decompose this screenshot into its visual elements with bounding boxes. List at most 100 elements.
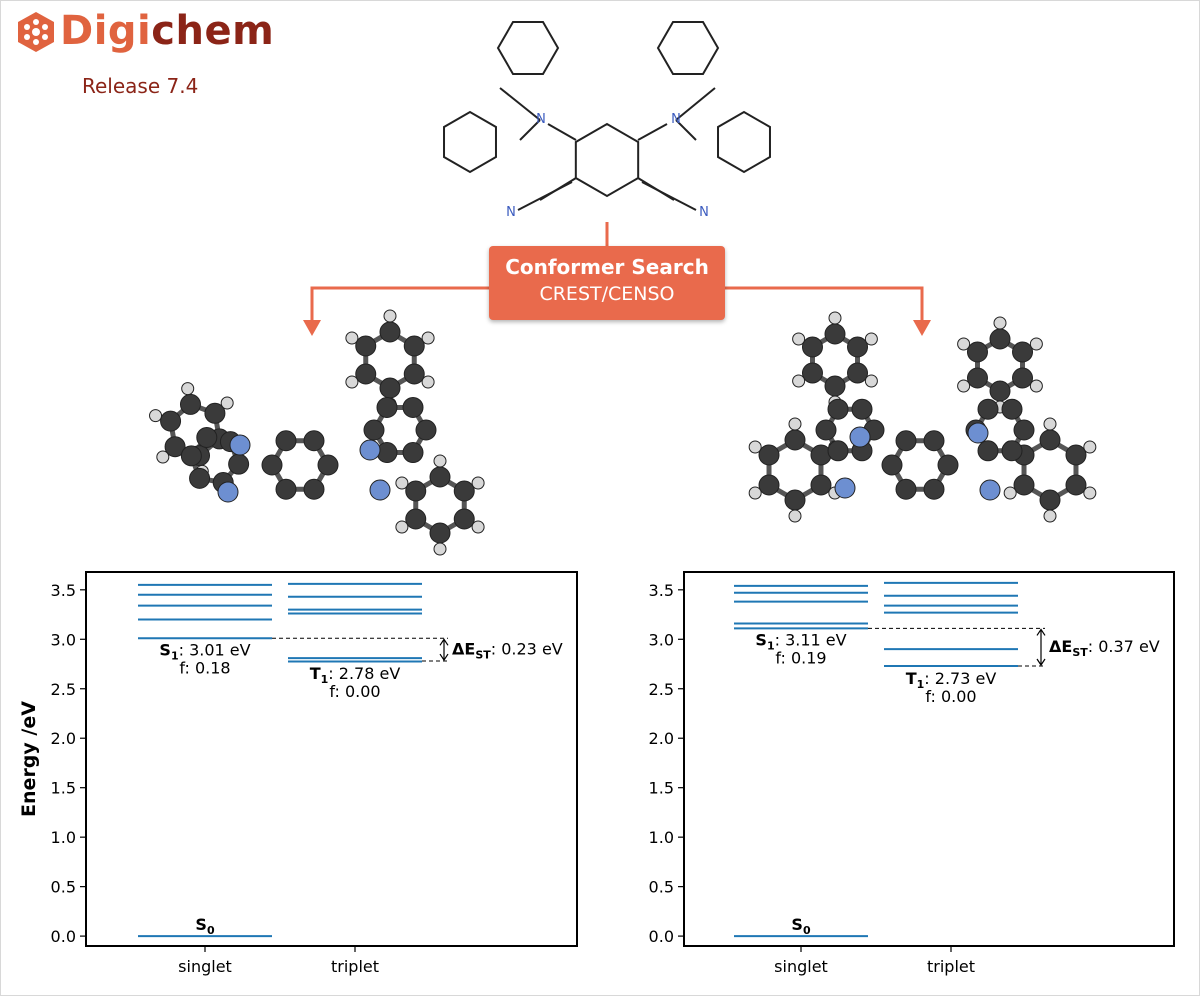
carbon-atom [966,341,988,363]
carbon-atom [228,453,250,475]
ring-bond [717,110,771,174]
hydrogen-atom [433,454,447,468]
s1-label: S1: 3.11 eV [755,630,846,652]
s1-oscillator-label: f: 0.18 [179,658,230,677]
hydrogen-atom [788,417,802,431]
conformer-search-title: Conformer Search [505,255,709,279]
carbon-atom [977,398,999,420]
carbon-atom [453,508,475,530]
hydrogen-atom [395,476,409,490]
nitrogen-atom [849,426,871,448]
y-tick-label: 2.0 [51,729,76,748]
conformer-3d-right [748,311,1097,523]
carbon-atom [405,480,427,502]
nitrogen-atom [359,439,381,461]
carbon-atom [1039,429,1061,451]
hydrogen-atom [181,382,195,396]
carbon-atom [204,402,226,424]
digichem-logo [18,12,54,52]
carbon-atom [810,474,832,496]
bond [519,119,541,141]
hydrogen-atom [788,509,802,523]
s0-label: S0 [195,915,215,937]
carbon-atom [881,454,903,476]
conformer-search-box: Conformer Search CREST/CENSO [489,246,725,320]
logo-part-1: Digi [60,8,152,54]
carbon-atom [1001,398,1023,420]
x-tick-label: singlet [178,957,232,976]
hydrogen-atom [792,332,806,346]
nitrogen-atom [217,481,239,503]
y-tick-label: 1.5 [51,779,76,798]
conformer-3d-left [149,309,485,556]
y-tick-label: 0.5 [51,878,76,897]
hydrogen-atom [748,440,762,454]
bond [675,119,697,141]
carbon-atom [453,480,475,502]
carbon-atom [966,367,988,389]
hydrogen-atom [220,396,234,410]
nitrile-bond [517,181,573,211]
s1-oscillator-label: f: 0.19 [775,648,826,667]
t1-label: T1: 2.78 eV [310,664,401,686]
carbon-atom [1012,367,1034,389]
ring-bond [574,122,640,198]
carbon-atom [784,489,806,511]
hydrogen-atom [1083,440,1097,454]
carbon-atom [977,440,999,462]
y-tick-label: 3.5 [51,581,76,600]
delta-est-label: ΔEST: 0.37 eV [1049,637,1160,659]
workflow-arrows [303,222,931,336]
nitrile-n-right: N [699,205,709,220]
hydrogen-atom [156,450,170,464]
carbon-atom [303,478,325,500]
y-tick-label: 0.5 [649,878,674,897]
carbon-atom [179,393,201,415]
carbon-atom [275,430,297,452]
carbon-atom [379,377,401,399]
hydrogen-atom [395,520,409,534]
carbon-atom [923,430,945,452]
hydrogen-atom [421,375,435,389]
carbon-atom [895,430,917,452]
hydrogen-atom [471,520,485,534]
bond [637,123,668,141]
hydrogen-atom [345,375,359,389]
arrow-right-icon [913,320,931,336]
carbon-atom [784,429,806,451]
carbon-atom [261,454,283,476]
carbon-atom [376,396,398,418]
carbon-atom [1013,419,1035,441]
logo-part-2: chem [151,8,275,54]
x-tick-label: singlet [774,957,828,976]
hydrogen-atom [1029,379,1043,393]
x-tick-label: triplet [927,957,975,976]
hydrogen-atom [957,379,971,393]
bond [547,123,577,141]
hydrogen-atom [864,332,878,346]
carbon-atom [847,336,869,358]
carbon-atom [827,440,849,462]
carbon-atom [429,522,451,544]
hydrogen-atom [345,331,359,345]
carbon-atom [758,474,780,496]
y-tick-label: 1.0 [51,828,76,847]
nitrogen-label-right: N [671,112,681,127]
y-tick-label: 0.0 [649,927,674,946]
arrow-head-up-icon [439,638,449,646]
nitrogen-atom [979,479,1001,501]
plot-frame [683,571,1175,947]
carbon-atom [405,508,427,530]
carbon-atom [403,363,425,385]
carbon-atom [180,445,202,467]
carbon-atom [827,398,849,420]
hydrogen-atom [471,476,485,490]
carbon-atom [363,419,385,441]
arrow-head-up-icon [1036,628,1046,636]
conformer-search-subtitle: CREST/CENSO [539,283,675,305]
carbon-atom [801,362,823,384]
hydrogen-atom [1043,417,1057,431]
